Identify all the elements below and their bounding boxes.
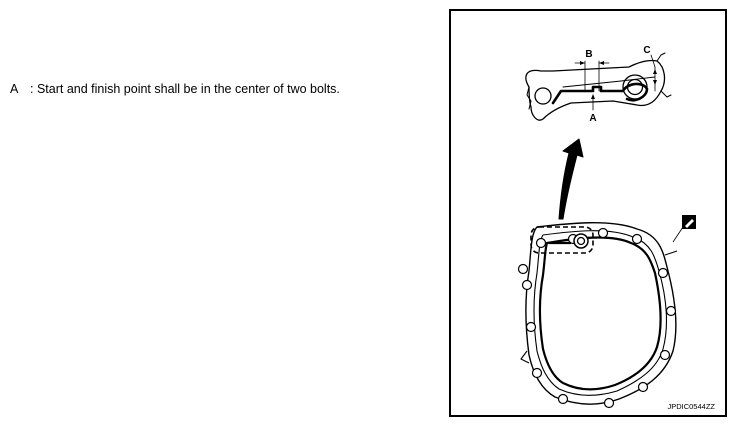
gasket-detail-boss — [549, 233, 589, 249]
legend-row: A : Start and finish point shall be in th… — [10, 82, 340, 96]
gasket-diagram: B A C — [517, 45, 715, 411]
callout-b: B — [585, 49, 592, 60]
sealant-application-icon — [672, 215, 696, 243]
zoom-arrow — [558, 138, 584, 220]
figure-code: JPDIC0544ZZ — [667, 402, 715, 411]
gasket-sealant-bead — [538, 236, 662, 391]
detail-highlight-box — [530, 226, 594, 254]
callout-c: C — [643, 45, 650, 56]
legend-key: A — [10, 82, 19, 96]
callout-a: A — [589, 113, 596, 124]
detail-view — [525, 52, 672, 121]
legend-text: : Start and finish point shall be in the… — [30, 82, 340, 96]
gasket-outline — [520, 222, 678, 405]
figure-frame: B A C — [449, 9, 727, 417]
